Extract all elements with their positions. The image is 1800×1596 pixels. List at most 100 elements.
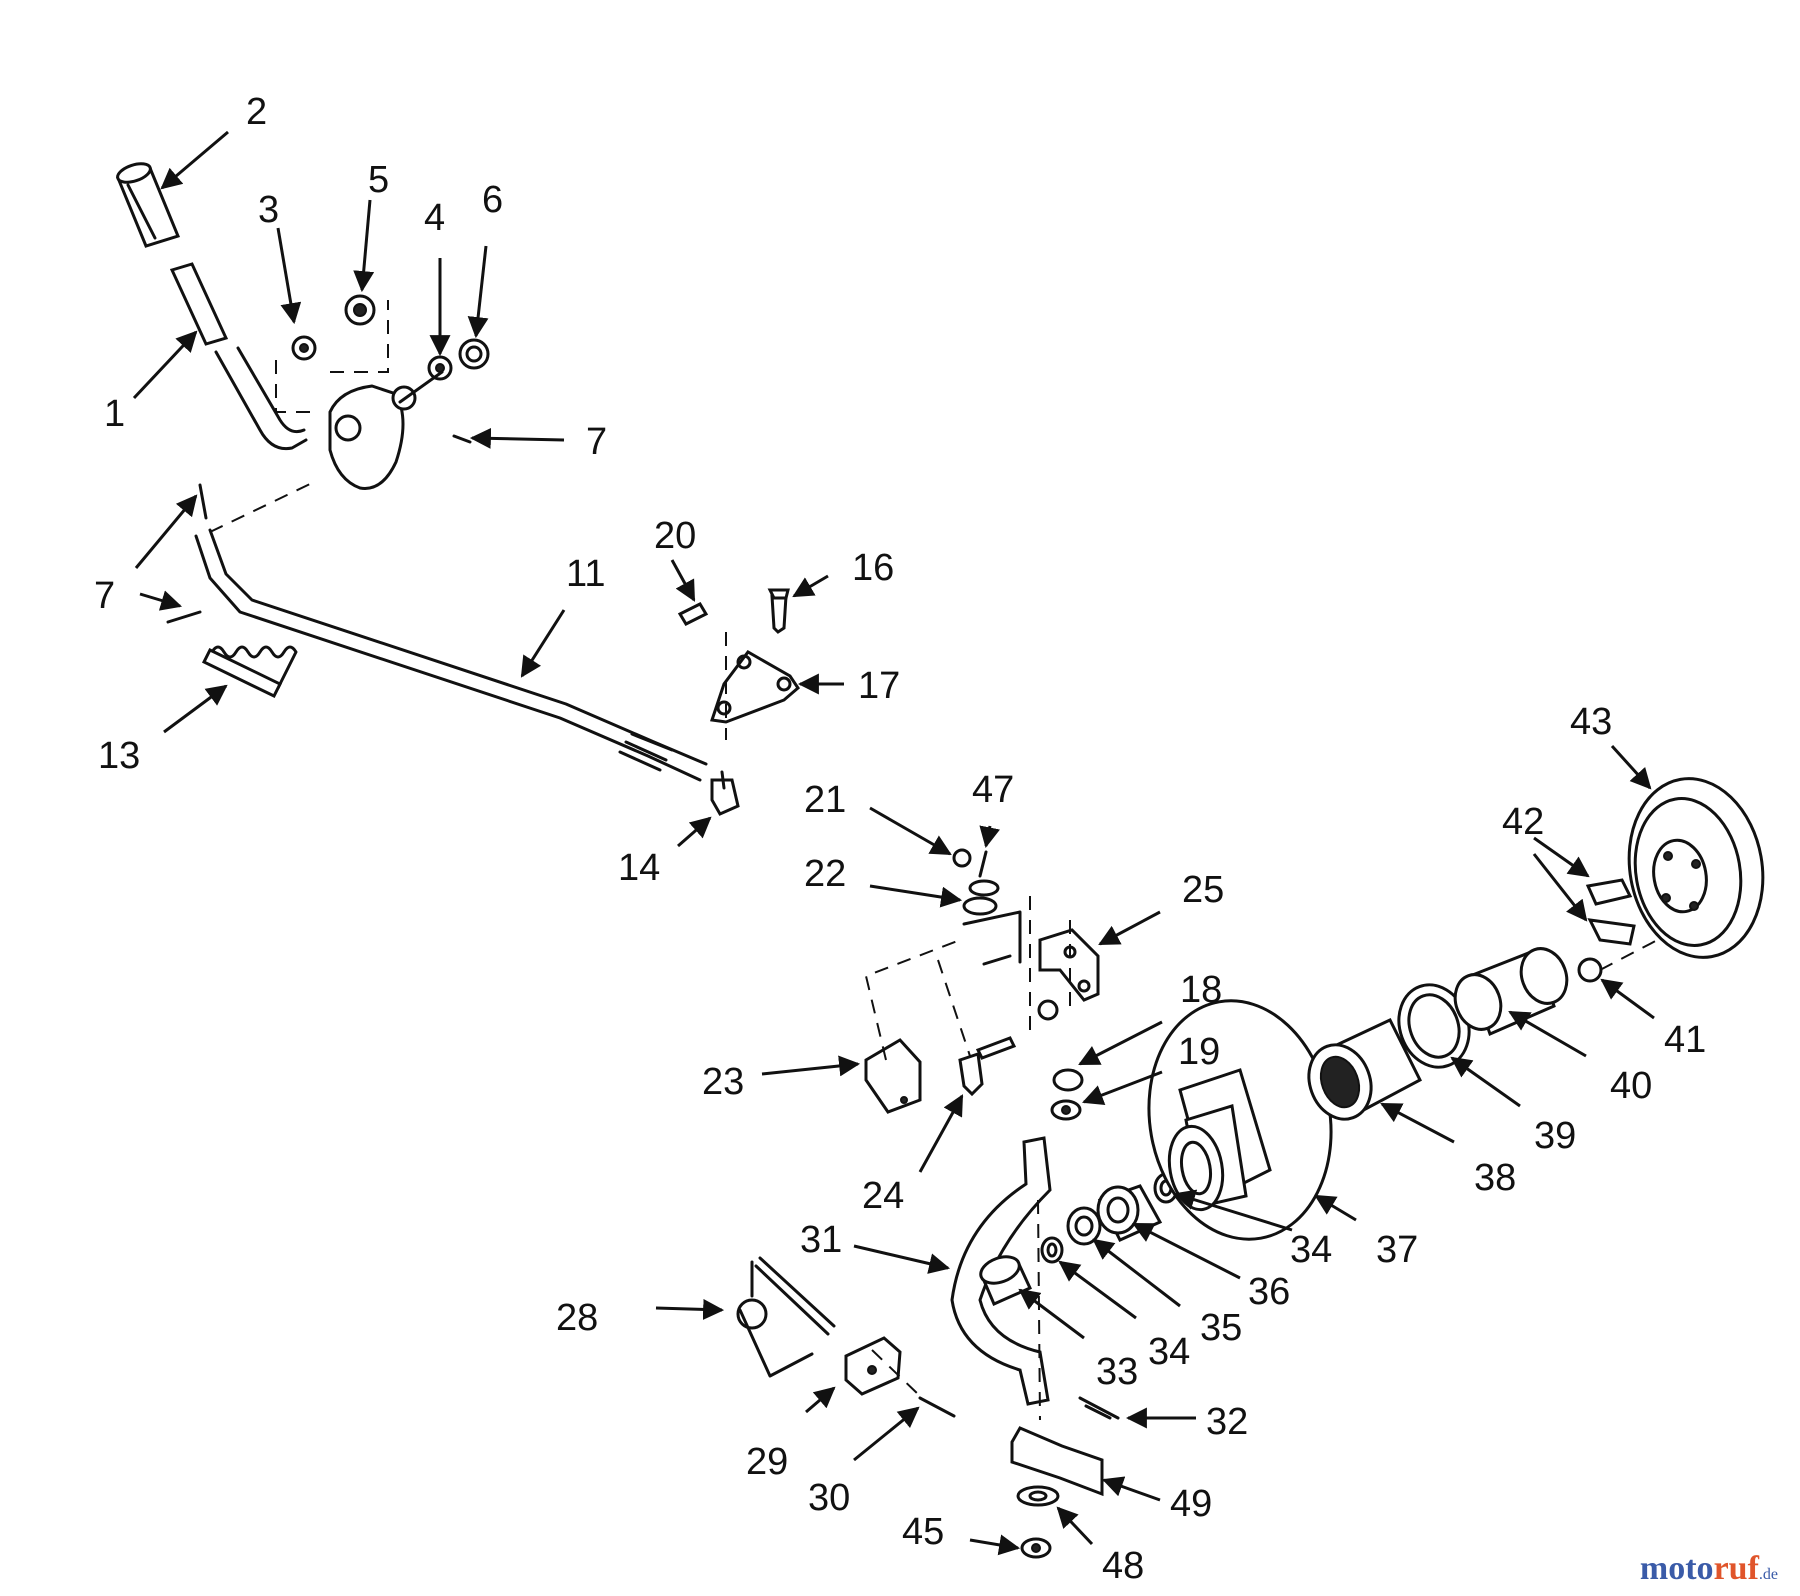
leader-48: [1056, 1506, 1094, 1546]
callout-2: 2: [246, 91, 267, 133]
part-washers-4-6: [427, 338, 490, 381]
leader-14: [677, 816, 712, 848]
leader-23: [761, 1055, 861, 1077]
leader-3: [276, 227, 302, 325]
callout-49: 49: [1170, 1483, 1212, 1525]
leader-24: [918, 1094, 964, 1173]
callout-34-upper: 34: [1290, 1229, 1332, 1271]
leader-37: [1314, 1194, 1357, 1222]
leader-39: [1450, 1056, 1521, 1108]
leader-7b-1: [134, 494, 198, 569]
leader-36: [1132, 1222, 1241, 1280]
part-washers-3-5: [275, 294, 389, 413]
leader-41: [1600, 978, 1655, 1020]
leader-22: [869, 884, 963, 908]
callout-24: 24: [862, 1175, 904, 1217]
leader-47: [979, 825, 1001, 849]
callout-25: 25: [1182, 869, 1224, 911]
callout-35: 35: [1200, 1307, 1242, 1349]
part-washers-34-35-36: [1040, 1172, 1179, 1264]
part-lever-handle: [169, 262, 308, 451]
part-nut-45: [1020, 1537, 1052, 1559]
watermark-logo: motoruf.de: [1640, 1550, 1778, 1588]
callout-34-lower: 34: [1148, 1331, 1190, 1373]
callout-21: 21: [804, 779, 846, 821]
leader-1: [132, 330, 198, 400]
callout-11: 11: [566, 553, 605, 595]
leader-42-2: [1532, 853, 1588, 922]
part-nuts-18-19: [1050, 1068, 1084, 1121]
part-bracket-49: [1010, 1426, 1104, 1497]
callout-labels: 2 3 5 4 6 1 7 7 11 20 16 17 13 14 21 47 …: [94, 91, 1706, 1587]
callout-32: 32: [1206, 1401, 1248, 1443]
callout-30: 30: [808, 1477, 850, 1519]
leader-21: [869, 806, 952, 856]
leader-33: [1018, 1288, 1085, 1340]
leader-7a: [469, 427, 565, 449]
leader-34b: [1058, 1260, 1137, 1320]
part-pins-7: [166, 483, 311, 624]
callout-5: 5: [368, 159, 389, 201]
leader-18: [1078, 1020, 1163, 1066]
part-bearing-38: [1307, 1018, 1422, 1121]
callout-19: 19: [1178, 1031, 1220, 1073]
callout-17: 17: [858, 665, 900, 707]
callout-22: 22: [804, 853, 846, 895]
leader-25: [1098, 910, 1161, 946]
callout-13: 13: [98, 735, 140, 777]
callout-3: 3: [258, 189, 279, 231]
callout-7-lower: 7: [94, 575, 115, 617]
callout-29: 29: [746, 1441, 788, 1483]
part-bracket-23: [864, 939, 961, 1114]
callout-48: 48: [1102, 1545, 1144, 1587]
watermark-part1: moto: [1639, 1550, 1714, 1587]
callout-37: 37: [1376, 1229, 1418, 1271]
leader-29: [805, 1386, 836, 1414]
part-rod-11: [194, 528, 708, 782]
callout-7-upper: 7: [586, 421, 607, 463]
leader-lines: [132, 130, 1655, 1556]
part-washer-48: [1016, 1485, 1060, 1507]
leader-13: [163, 684, 228, 734]
leader-38: [1380, 1102, 1455, 1144]
leader-49: [1102, 1476, 1161, 1502]
part-sleeve-40: [1453, 947, 1569, 1037]
leader-43: [1610, 744, 1652, 790]
callout-20: 20: [654, 515, 696, 557]
part-block-29: [844, 1336, 902, 1396]
leader-45: [969, 1534, 1021, 1556]
part-pin-30: [871, 1349, 956, 1418]
callout-38: 38: [1474, 1157, 1516, 1199]
callout-28: 28: [556, 1297, 598, 1339]
part-grip: [115, 162, 181, 248]
leader-6: [467, 245, 489, 339]
part-hub-37: [1147, 999, 1333, 1241]
leader-16: [792, 574, 829, 598]
part-plate-17: [710, 632, 800, 740]
leader-35: [1092, 1238, 1181, 1308]
part-cotter-32: [1078, 1396, 1120, 1420]
callout-14: 14: [618, 847, 660, 889]
callout-6: 6: [482, 179, 503, 221]
leader-28: [655, 1298, 725, 1320]
leader-7b-2: [139, 590, 183, 611]
callout-4: 4: [424, 197, 445, 239]
leader-31: [853, 1244, 951, 1274]
part-bolt-20: [677, 602, 709, 626]
callout-47: 47: [972, 769, 1014, 811]
leader-34a: [1173, 1189, 1293, 1232]
leader-40: [1508, 1010, 1587, 1058]
callout-39: 39: [1534, 1115, 1576, 1157]
part-clip-14: [710, 770, 740, 816]
callout-43: 43: [1570, 701, 1612, 743]
part-bolt-16: [767, 588, 790, 634]
part-spring-lever-28: [736, 1256, 836, 1378]
leader-30: [853, 1406, 920, 1462]
callout-41: 41: [1664, 1019, 1706, 1061]
callout-40: 40: [1610, 1065, 1652, 1107]
part-spring-13: [201, 645, 298, 698]
callout-45: 45: [902, 1511, 944, 1553]
part-pivot-plate: [328, 370, 472, 490]
part-arm-31: [950, 1136, 1052, 1421]
